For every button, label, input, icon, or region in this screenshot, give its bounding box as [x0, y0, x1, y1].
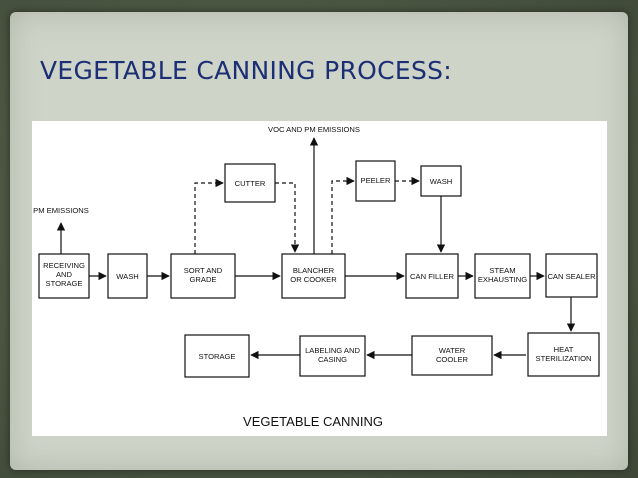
voc-pm-emissions-label: VOC AND PM EMISSIONS: [268, 125, 360, 134]
step-box-blancher: [281, 253, 346, 299]
step-label-line: BLANCHER: [293, 266, 335, 275]
step-label-can-sealer: CAN SEALER: [547, 272, 596, 281]
step-box-labeling-casing: [299, 335, 366, 377]
step-label-storage: STORAGE: [199, 352, 236, 361]
step-label-wash-2: WASH: [430, 177, 453, 186]
slide-title: VEGETABLE CANNING PROCESS:: [40, 56, 453, 85]
step-label-line: CUTTER: [235, 179, 266, 188]
step-box-wash-1: [107, 253, 148, 299]
step-label-line: STORAGE: [199, 352, 236, 361]
diagram-caption: VEGETABLE CANNING: [243, 414, 383, 429]
step-box-sort-grade: [170, 253, 236, 299]
step-label-line: WATER: [439, 346, 466, 355]
step-label-line: STERILIZATION: [536, 354, 592, 363]
step-label-cutter: CUTTER: [235, 179, 266, 188]
step-box-wash-2: [420, 165, 462, 197]
step-label-line: CASING: [318, 355, 347, 364]
step-label-line: STEAM: [489, 266, 515, 275]
step-box-can-sealer: [545, 253, 598, 298]
step-box-can-filler: [405, 253, 459, 299]
step-label-line: LABELING AND: [305, 346, 360, 355]
arrow-blancher-to-peeler: [331, 176, 355, 254]
step-box-storage: [184, 334, 250, 378]
step-label-line: WASH: [116, 272, 139, 281]
step-label-line: WASH: [430, 177, 453, 186]
pm-emissions-label: PM EMISSIONS: [33, 206, 89, 215]
step-label-peeler: PEELER: [361, 176, 391, 185]
arrow-sort-to-cutter: [194, 178, 224, 254]
step-box-peeler: [355, 160, 396, 202]
step-label-wash-1: WASH: [116, 272, 139, 281]
step-label-line: GRADE: [189, 275, 216, 284]
step-label-line: RECEIVING: [43, 261, 85, 270]
step-box-heat-sterilization: [527, 332, 600, 377]
step-label-line: PEELER: [361, 176, 391, 185]
step-box-receiving: [38, 253, 90, 299]
step-label-line: CAN FILLER: [410, 272, 454, 281]
step-label-line: SORT AND: [184, 266, 223, 275]
step-label-line: AND: [56, 270, 73, 279]
step-box-steam-exhausting: [474, 253, 531, 299]
step-box-cutter: [224, 163, 276, 203]
step-label-can-filler: CAN FILLER: [410, 272, 454, 281]
step-label-line: CAN SEALER: [547, 272, 596, 281]
step-label-line: COOLER: [436, 355, 469, 364]
arrow-cutter-to-blancher: [275, 182, 300, 253]
step-label-line: HEAT: [554, 345, 574, 354]
step-label-line: OR COOKER: [290, 275, 337, 284]
step-box-water-cooler: [411, 335, 493, 376]
step-label-line: STORAGE: [46, 279, 83, 288]
step-label-line: EXHAUSTING: [478, 275, 527, 284]
